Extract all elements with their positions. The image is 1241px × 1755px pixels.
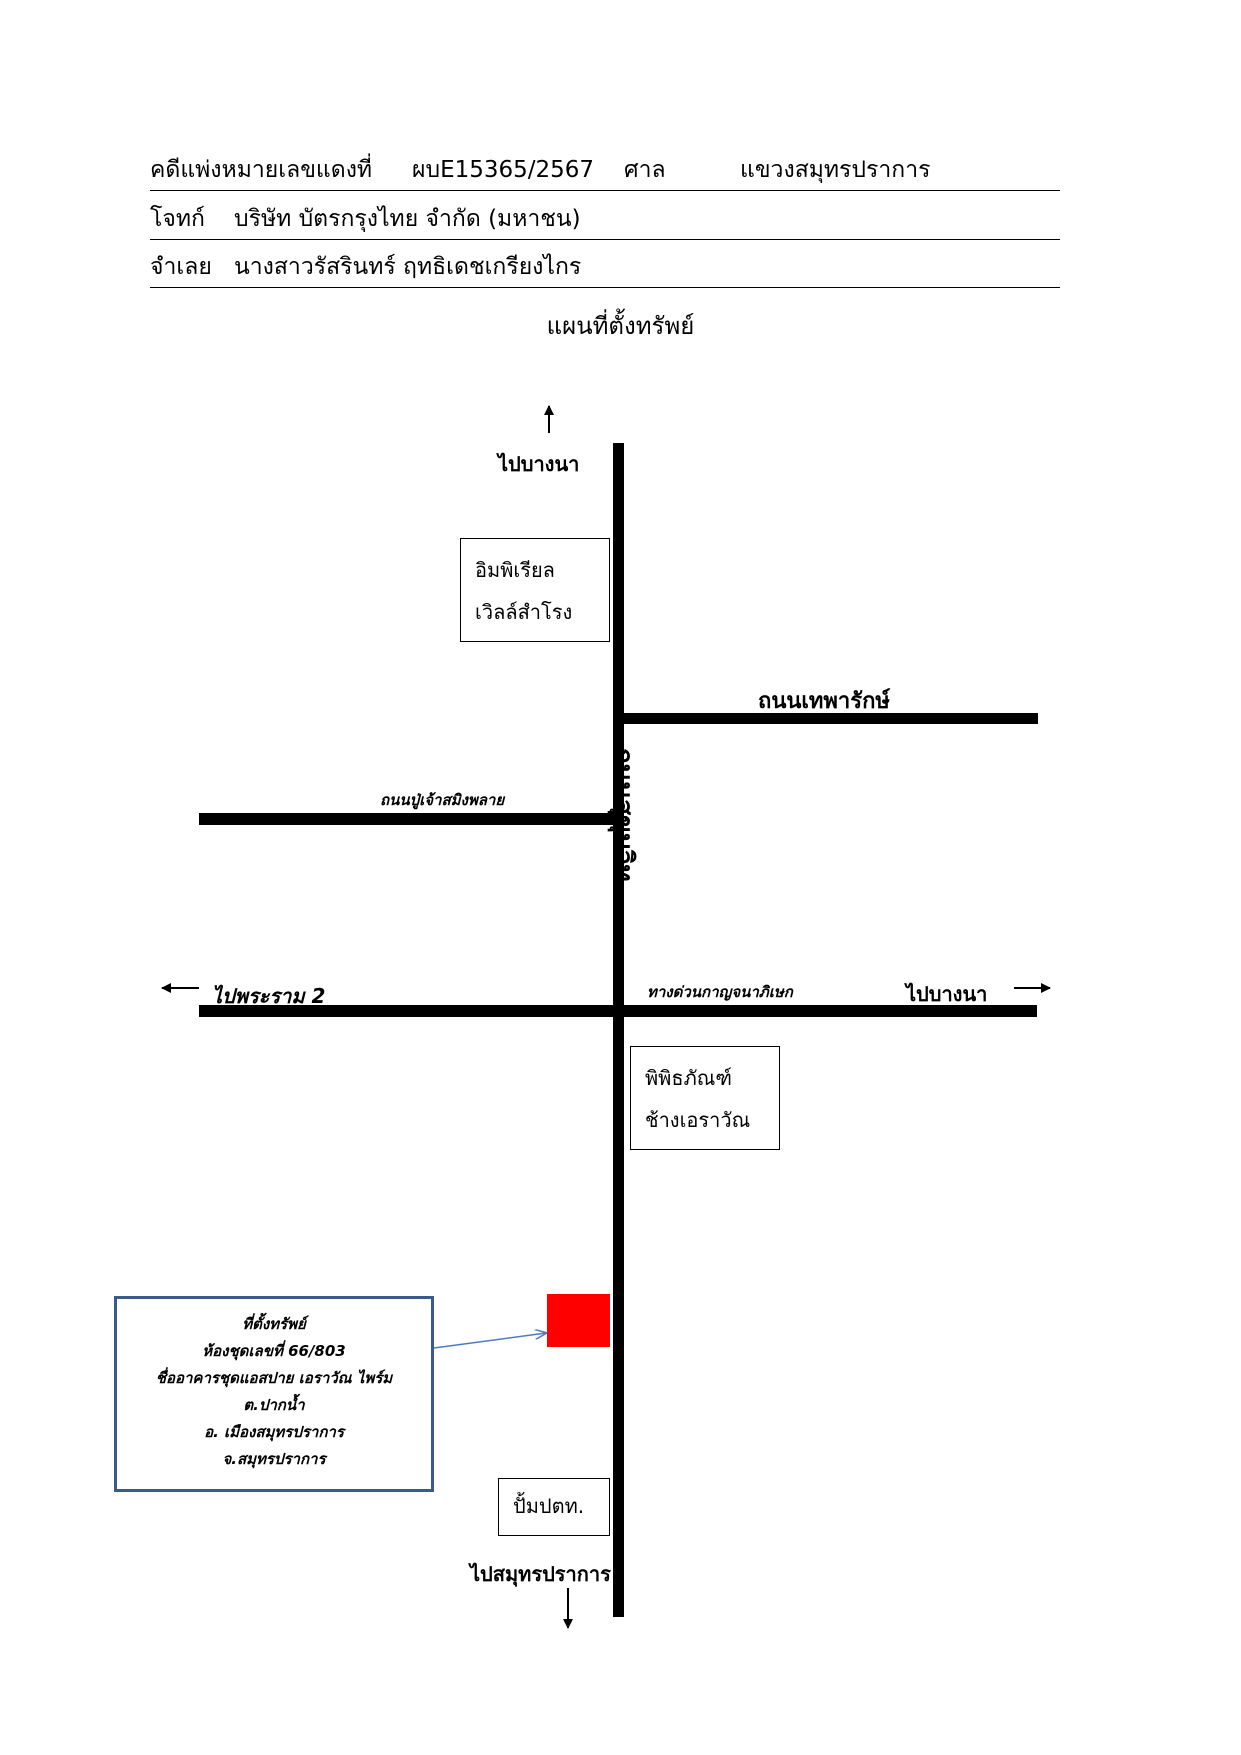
landmark-imperial-line-1: อิมพิเรียล: [475, 558, 555, 582]
road-expressway: [199, 1005, 1037, 1017]
court-name: แขวงสมุทรปราการ: [740, 157, 931, 183]
direction-west-label: ไปพระราม 2: [212, 984, 326, 1008]
defendant-line: จำเลย นางสาวรัสรินทร์ ฤทธิเดชเกรียงไกร: [150, 251, 1060, 288]
plaintiff-name: บริษัท บัตรกรุงไทย จำกัด (มหาชน): [234, 206, 581, 232]
landmark-museum-line-1: พิพิธภัณฑ์: [645, 1066, 732, 1090]
property-marker: [547, 1294, 610, 1347]
property-province: จ.สมุทรปราการ: [222, 1450, 326, 1468]
property-subdistrict: ต.ปากน้ำ: [243, 1396, 305, 1414]
road-label-pu-chao: ถนนปู่เจ้าสมิงพลาย: [380, 791, 505, 809]
property-title: ที่ตั้งทรัพย์: [242, 1315, 306, 1333]
landmark-imperial: อิมพิเรียล เวิลล์สำโรง: [460, 538, 610, 642]
direction-south-label: ไปสมุทรปราการ: [470, 1562, 611, 1586]
road-sukhumvit: [613, 443, 624, 1617]
direction-north-label: ไปบางนา: [498, 452, 580, 476]
property-info-box: ที่ตั้งทรัพย์ ห้องชุดเลขที่ 66/803 ชื่ออ…: [114, 1296, 434, 1492]
defendant-label: จำเลย: [150, 254, 212, 280]
landmark-imperial-line-2: เวิลล์สำโรง: [475, 600, 573, 624]
case-number-line: คดีแพ่งหมายเลขแดงที่ ผบE15365/2567 ศาล แ…: [150, 154, 1060, 191]
landmark-gas-station-label: ปั้มปตท.: [513, 1494, 585, 1518]
landmark-gas-station: ปั้มปตท.: [498, 1478, 610, 1536]
case-number: ผบE15365/2567: [412, 157, 595, 183]
property-building: ชื่ออาคารชุดแอสปาย เอราวัณ ไพร์ม: [155, 1369, 393, 1387]
landmark-museum-line-2: ช้างเอราวัณ: [645, 1108, 751, 1132]
plaintiff-label: โจทก์: [150, 206, 205, 232]
case-label: คดีแพ่งหมายเลขแดงที่: [150, 157, 373, 183]
court-label: ศาล: [624, 157, 666, 183]
property-pointer-arrow-icon: [433, 1333, 546, 1349]
road-theparak: [624, 713, 1038, 724]
direction-east-label: ไปบางนา: [906, 982, 988, 1006]
road-label-sukhumvit: ถนนสุขุมวิท: [608, 748, 638, 882]
road-pu-chao: [199, 813, 613, 825]
road-label-expressway: ทางด่วนกาญจนาภิเษก: [647, 983, 793, 1001]
defendant-name: นางสาวรัสรินทร์ ฤทธิเดชเกรียงไกร: [234, 254, 582, 280]
map-title: แผนที่ตั้งทรัพย์: [546, 312, 695, 340]
road-label-theparak: ถนนเทพารักษ์: [758, 689, 890, 714]
landmark-museum: พิพิธภัณฑ์ ช้างเอราวัณ: [630, 1046, 780, 1150]
property-district: อ. เมืองสมุทรปราการ: [204, 1423, 344, 1441]
plaintiff-line: โจทก์ บริษัท บัตรกรุงไทย จำกัด (มหาชน): [150, 203, 1060, 240]
property-unit: ห้องชุดเลขที่ 66/803: [202, 1342, 346, 1360]
